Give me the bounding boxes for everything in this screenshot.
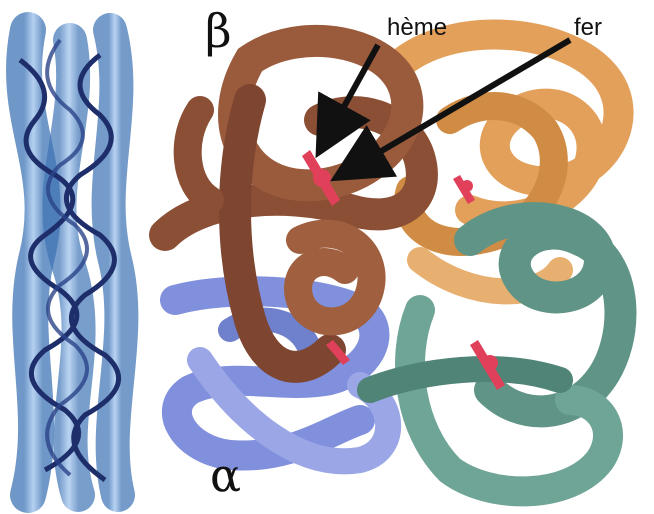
heme-label: hème — [387, 16, 447, 40]
iron-label: fer — [574, 16, 602, 40]
iron-atom-beta-brown — [313, 169, 331, 187]
alpha-chain-label: α — [210, 452, 241, 498]
beta-chain-label: β — [205, 8, 232, 54]
coiled-coil-helix-bundle — [20, 30, 121, 495]
